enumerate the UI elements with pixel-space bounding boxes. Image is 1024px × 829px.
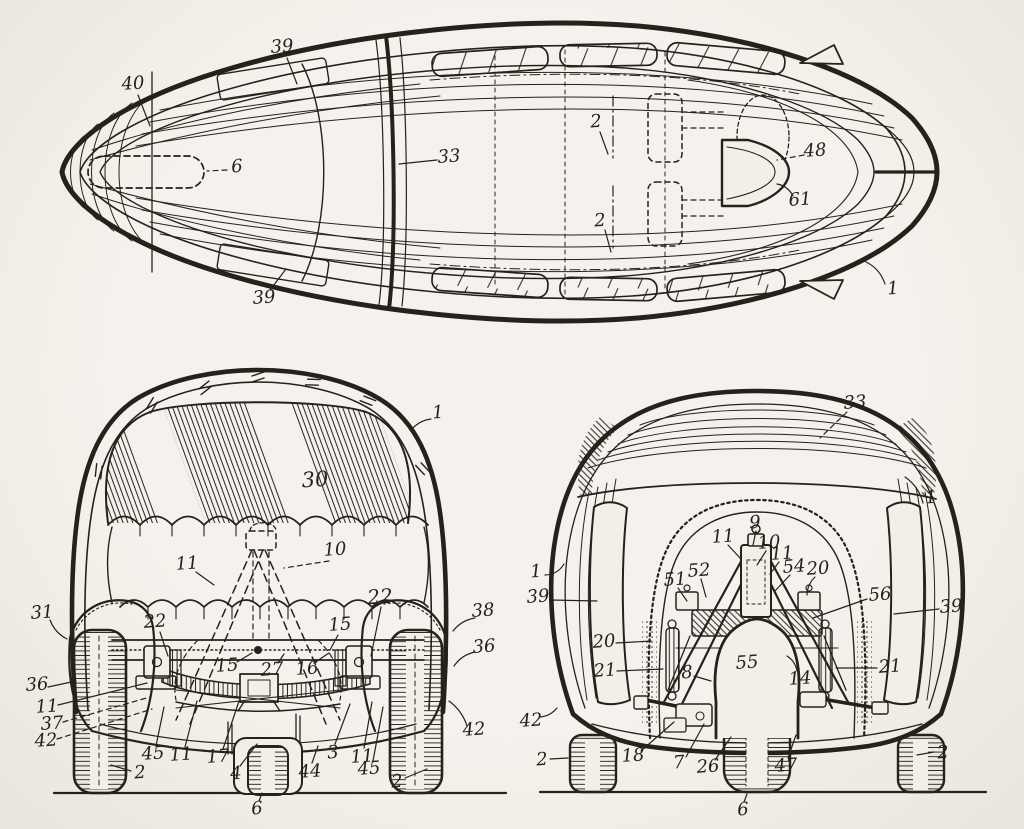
leader-line-31 — [49, 619, 68, 640]
center-front-wheel — [227, 713, 303, 796]
plan-view-drawing — [59, 20, 940, 324]
leader-line-47 — [787, 734, 797, 759]
leader-line-36 — [47, 680, 77, 688]
leader-line-9 — [752, 530, 757, 546]
leader-line-36 — [453, 651, 476, 667]
leader-line-1 — [544, 563, 565, 576]
leader-line-8 — [693, 675, 712, 682]
leader-line-11 — [195, 571, 215, 586]
leader-line-6 — [258, 792, 263, 802]
leader-line-11 — [769, 561, 780, 575]
leader-line-2 — [549, 757, 569, 760]
leader-line-14 — [786, 655, 798, 672]
leader-line-40 — [137, 94, 151, 127]
leader-line-39 — [893, 608, 940, 615]
leader-line-42 — [448, 700, 468, 727]
leader-line-4 — [239, 743, 258, 767]
leader-line-1 — [863, 260, 886, 285]
kingpost — [740, 544, 772, 618]
engine-dashed-outline — [736, 94, 790, 180]
leader-line-54 — [773, 574, 791, 593]
leader-line-33 — [819, 411, 848, 439]
leader-line-45 — [372, 706, 384, 762]
rear-suspension — [633, 524, 889, 733]
leader-line-20 — [806, 576, 816, 596]
plan-interior-lines — [87, 34, 801, 311]
leader-line-11 — [727, 544, 741, 559]
leader-line-1 — [904, 476, 924, 504]
leader-line-61 — [776, 183, 794, 197]
leader-line-26 — [714, 736, 732, 761]
leader-line-2 — [404, 768, 428, 779]
leader-line-20 — [615, 640, 652, 644]
leader-line-11 — [184, 700, 198, 748]
shell-hatch-ticks — [94, 371, 431, 480]
leader-line-22 — [159, 631, 169, 657]
rear-quarter-windows — [588, 501, 926, 706]
plan-body-outline — [59, 20, 940, 324]
leader-line-10 — [756, 550, 767, 566]
leader-lines — [47, 57, 940, 803]
leader-line-42 — [539, 707, 558, 718]
rear-window — [104, 401, 412, 524]
seat-dashed-outline — [647, 181, 683, 247]
rear-side-wheels — [568, 733, 946, 794]
leader-line-2 — [604, 229, 612, 253]
leader-line-1 — [411, 418, 432, 430]
leader-line-6 — [206, 169, 228, 172]
leaf-spring-axle — [135, 645, 381, 713]
leader-line-45 — [155, 706, 165, 747]
leader-line-51 — [677, 587, 688, 602]
leader-line-42 — [56, 708, 153, 740]
leader-line-2 — [110, 764, 132, 772]
leader-line-2 — [599, 131, 609, 155]
leader-line-2 — [916, 751, 935, 756]
leader-line-11 — [57, 682, 148, 706]
leader-line-18 — [640, 721, 675, 752]
center-rear-wheel — [713, 617, 801, 794]
leader-line-17 — [222, 700, 240, 750]
leader-line-48 — [776, 154, 805, 161]
rear-view-drawing — [538, 388, 988, 794]
front-wheel-dashed-outline — [87, 155, 205, 189]
leader-line-27 — [277, 653, 285, 664]
rear-wheel-pod — [720, 138, 791, 208]
window-hatch-bands — [105, 402, 411, 523]
leader-line-44 — [311, 745, 319, 764]
wheel-spat — [713, 617, 801, 740]
leader-line-10 — [283, 560, 330, 569]
leader-line-56 — [812, 598, 868, 619]
leader-line-3 — [334, 703, 351, 745]
leader-line-15 — [236, 652, 253, 663]
leader-line-7 — [685, 723, 705, 758]
front-section-drawing — [52, 367, 508, 796]
leader-line-33 — [398, 159, 438, 165]
plan-contour-shading — [70, 71, 915, 273]
leader-line-52 — [700, 578, 707, 598]
leader-line-21 — [616, 668, 664, 672]
front-body-shell — [69, 367, 449, 715]
leader-line-16 — [313, 652, 330, 664]
leader-line-39 — [269, 268, 287, 291]
leader-line-39 — [550, 599, 598, 602]
leader-line-15 — [329, 634, 339, 651]
leader-line-38 — [452, 617, 476, 632]
rear-contour-shading — [577, 409, 937, 701]
leader-line-22 — [370, 606, 382, 657]
plan-roof-windows — [216, 41, 786, 303]
leader-line-39 — [286, 57, 298, 85]
leader-line-37 — [62, 696, 151, 723]
leader-line-11 — [363, 701, 373, 749]
leader-line-6 — [743, 793, 748, 803]
